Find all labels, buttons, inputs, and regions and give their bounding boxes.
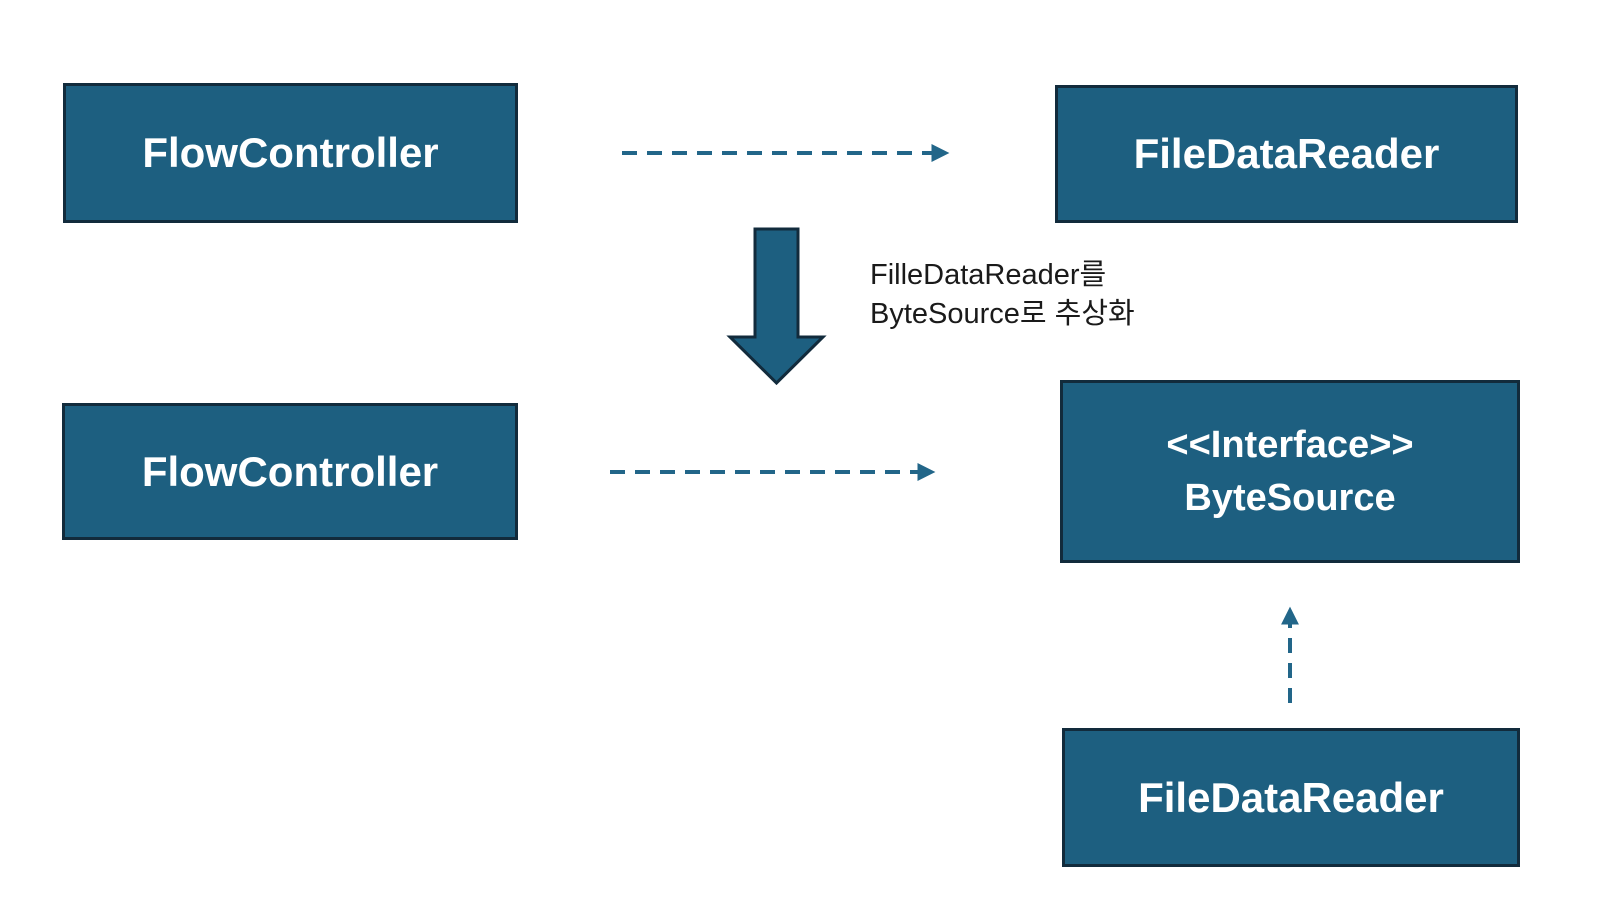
class-name-label: FileDataReader xyxy=(1133,130,1440,177)
class-name-label: FileDataReader xyxy=(1138,773,1444,821)
class-box-filedatareader-after: FileDataReader xyxy=(1062,728,1520,867)
interface-name-label: ByteSource xyxy=(1184,476,1396,519)
class-box-flowcontroller-after: FlowController xyxy=(62,403,518,540)
interface-box-bytesource: <<Interface>> ByteSource xyxy=(1060,380,1520,563)
annotation-text: FilleDataReader를 ByteSource로 추상화 xyxy=(870,256,1135,334)
refactor-down-arrow-icon xyxy=(726,227,827,386)
class-name-label: FlowController xyxy=(141,447,439,495)
interface-stereotype-label: <<Interface>> xyxy=(1166,423,1414,466)
class-box-filedatareader-before: FileDataReader xyxy=(1055,85,1518,223)
annotation-line-1: FilleDataReader를 xyxy=(870,259,1107,291)
annotation-line-2: ByteSource로 추상화 xyxy=(870,298,1135,330)
class-name-label: FlowController xyxy=(142,129,439,176)
class-box-flowcontroller-before: FlowController xyxy=(63,83,518,223)
